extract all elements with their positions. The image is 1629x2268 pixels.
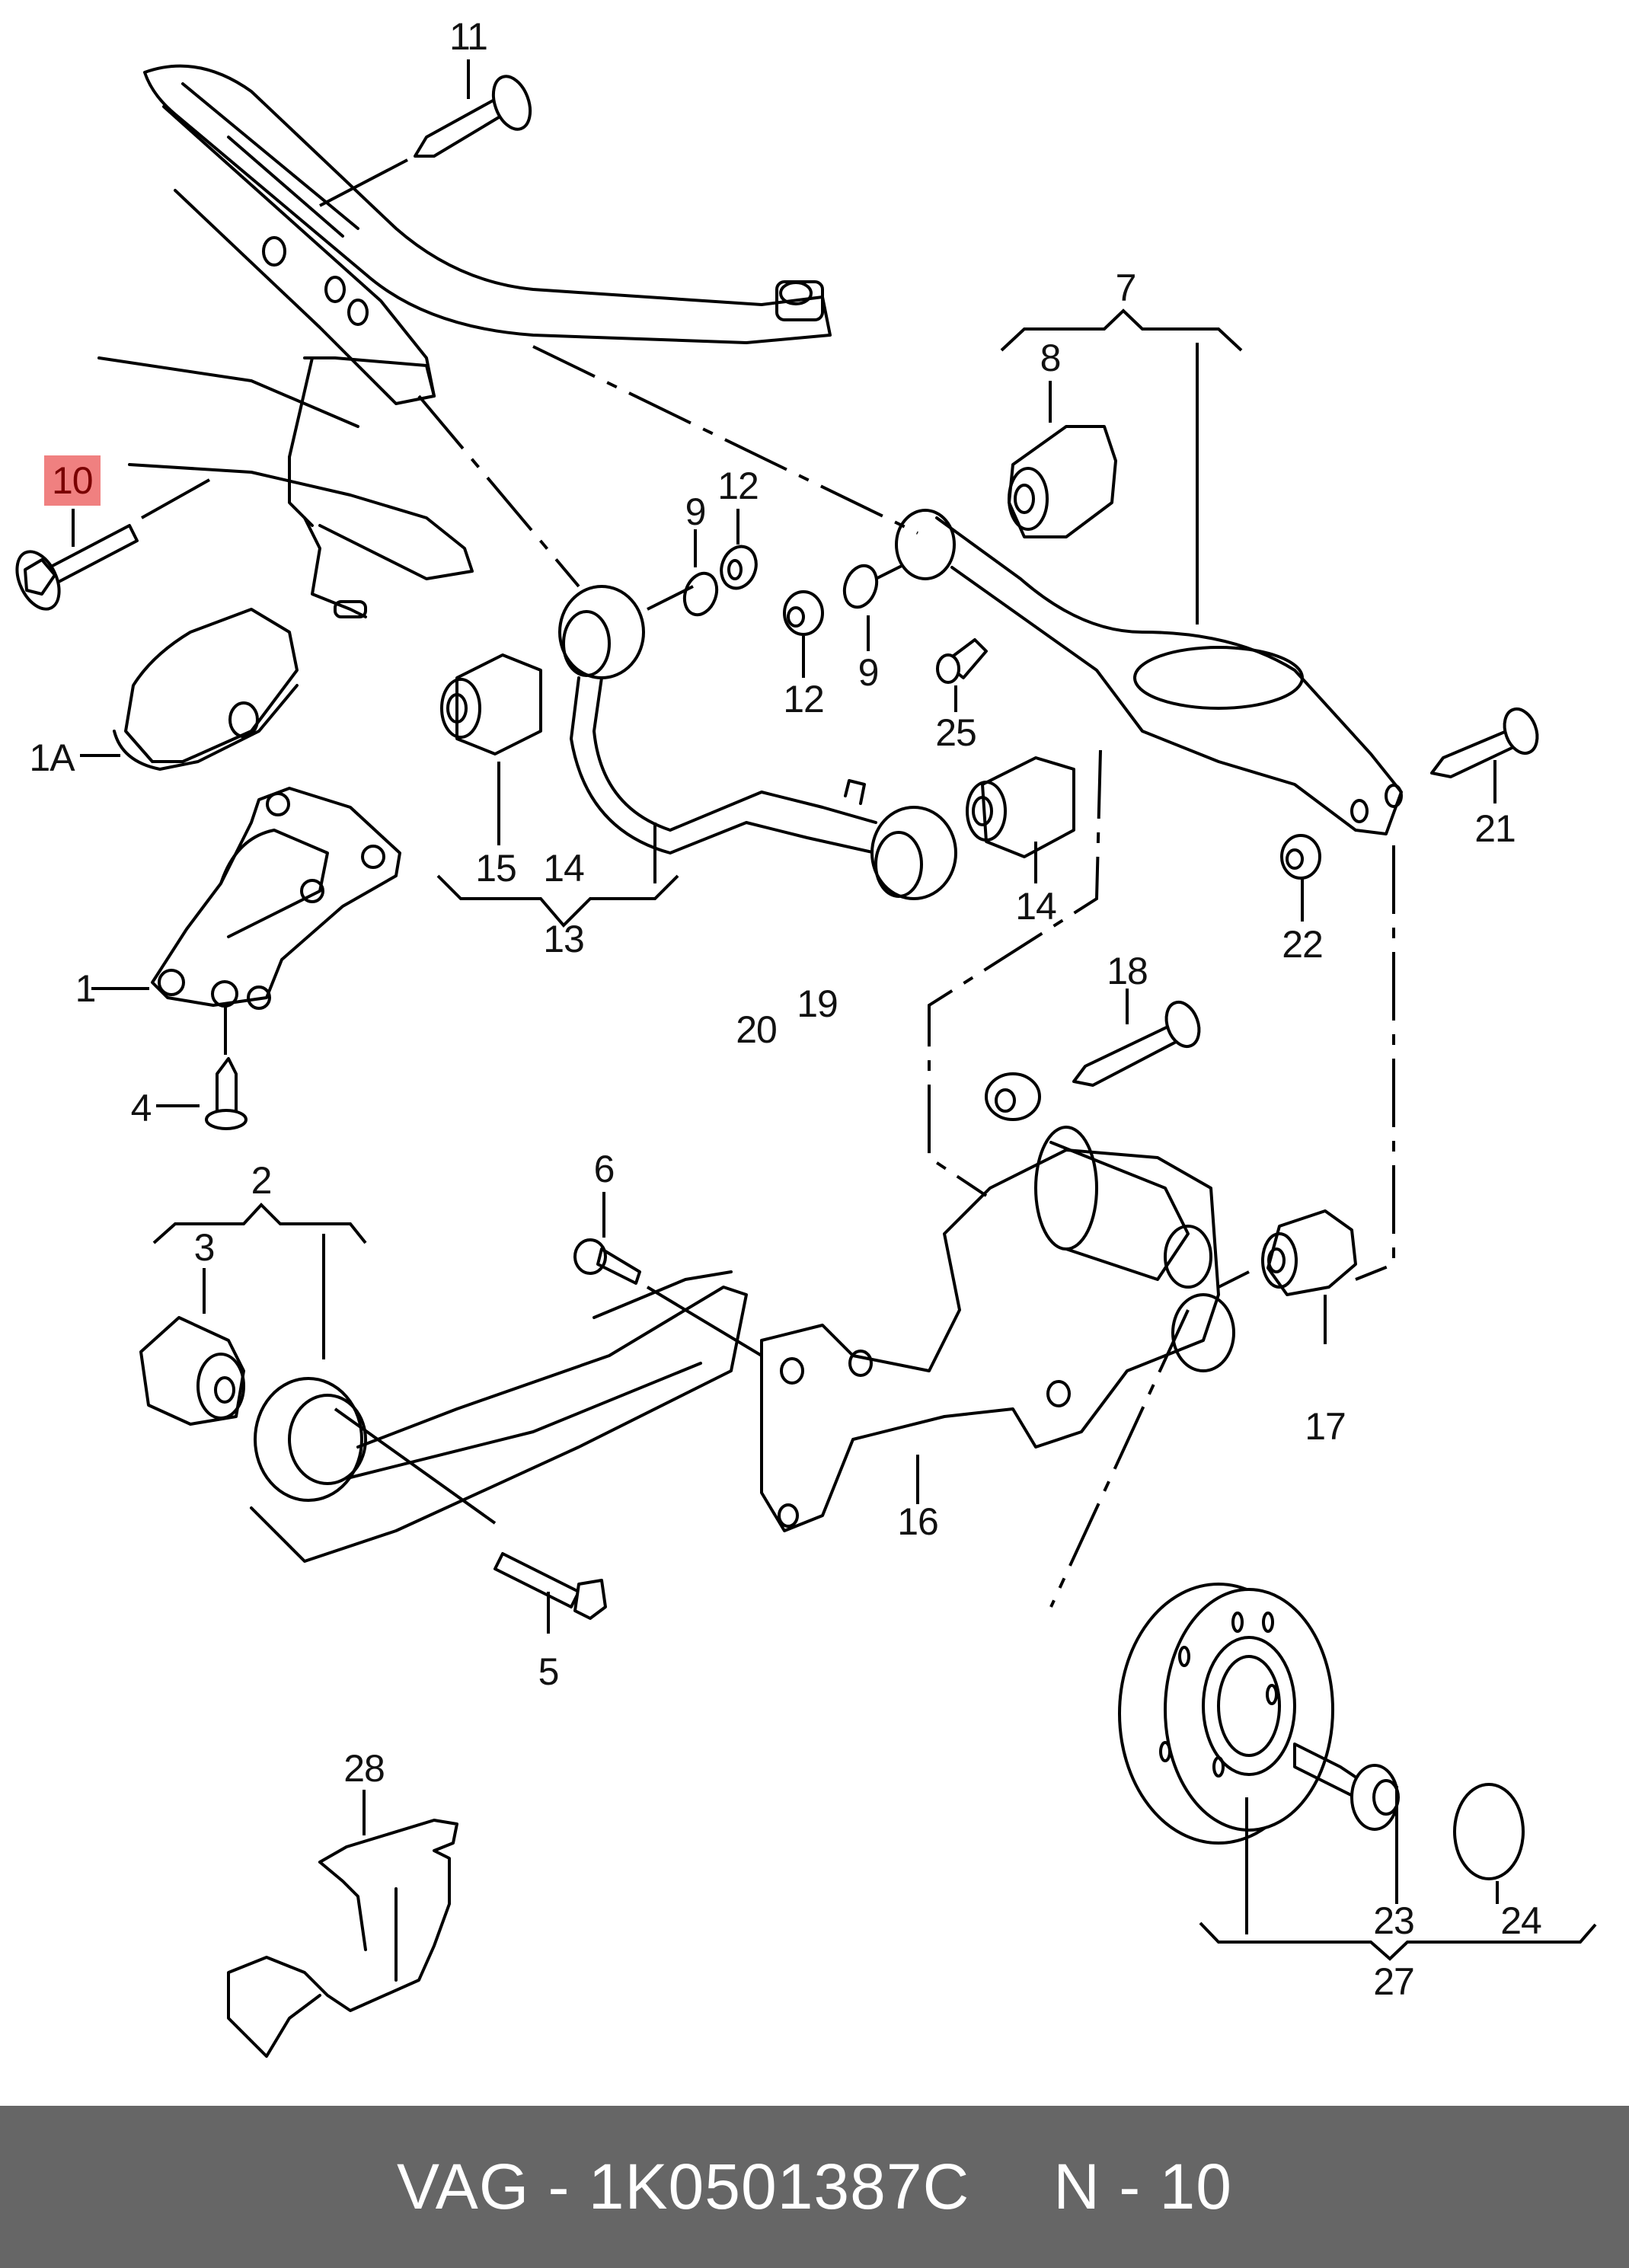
parts-diagram (15, 59, 1597, 2058)
diagram-position: N - 10 (1053, 2151, 1232, 2222)
callout-5[interactable]: 5 (538, 1650, 560, 1693)
part-number: VAG - 1K0501387C (397, 2151, 970, 2222)
callout-8[interactable]: 8 (1040, 337, 1062, 379)
callout-6[interactable]: 6 (593, 1148, 615, 1190)
clip-25 (936, 638, 988, 684)
callout-25[interactable]: 25 (935, 711, 977, 754)
bolt-5 (493, 1552, 607, 1620)
bush-15 (440, 653, 542, 755)
control-arm-13 (558, 585, 957, 900)
callout-24[interactable]: 24 (1500, 1899, 1542, 1942)
diagram-drawing (15, 59, 1597, 2058)
screw-4 (205, 1057, 248, 1130)
wheel-carrier-16 (760, 1072, 1235, 1532)
callout-17[interactable]: 17 (1305, 1405, 1346, 1448)
mount-cover-1a (113, 608, 299, 771)
callout-20[interactable]: 20 (736, 1008, 778, 1051)
bush-17 (1261, 1209, 1357, 1296)
callout-10-highlighted[interactable]: 10 (44, 455, 101, 506)
callout-18[interactable]: 18 (1107, 950, 1148, 992)
callout-21[interactable]: 21 (1474, 807, 1516, 850)
washer-9-left (682, 571, 719, 617)
bolt-10 (15, 524, 139, 611)
nut-12-top (720, 545, 758, 590)
callout-9-top[interactable]: 9 (685, 490, 707, 533)
callout-4[interactable]: 4 (130, 1087, 152, 1129)
bolt-18 (1072, 1000, 1201, 1087)
callout-11[interactable]: 11 (449, 15, 488, 58)
bush-8 (1008, 425, 1117, 538)
callout-13[interactable]: 13 (543, 918, 585, 960)
mount-bracket-1 (151, 787, 401, 1010)
hub-cap-24 (1453, 1783, 1525, 1880)
subframe-crossmember (97, 64, 832, 618)
trailing-arm-2 (250, 1270, 748, 1563)
callout-15[interactable]: 15 (475, 847, 517, 890)
footer-bar: VAG - 1K0501387C N - 10 (0, 2106, 1629, 2268)
lower-arm-7 (895, 509, 1403, 835)
callout-9-mid[interactable]: 9 (858, 651, 880, 694)
callout-28[interactable]: 28 (343, 1747, 385, 1790)
callout-12-mid[interactable]: 12 (783, 678, 825, 720)
bush-3 (139, 1316, 245, 1426)
callout-23[interactable]: 23 (1373, 1899, 1415, 1942)
washer-9-right (842, 564, 879, 609)
callout-1[interactable]: 1 (75, 967, 97, 1010)
footer-text: VAG - 1K0501387C N - 10 (397, 2150, 1232, 2224)
callout-7[interactable]: 7 (1115, 267, 1137, 309)
callout-3[interactable]: 3 (193, 1226, 216, 1269)
callout-2[interactable]: 2 (251, 1159, 273, 1202)
bolt-6 (573, 1238, 641, 1285)
callout-14-right[interactable]: 14 (1015, 885, 1057, 928)
callout-16[interactable]: 16 (897, 1500, 939, 1543)
wheel-hub-27 (1118, 1583, 1334, 1845)
callout-12-top[interactable]: 12 (717, 465, 759, 507)
bracket-28 (227, 1819, 458, 2058)
callout-1a[interactable]: 1A (29, 736, 75, 779)
callout-22[interactable]: 22 (1282, 923, 1324, 966)
bolt-21 (1430, 707, 1539, 778)
callout-27[interactable]: 27 (1373, 1960, 1415, 2003)
nut-22 (1280, 834, 1321, 880)
callout-19[interactable]: 19 (797, 982, 838, 1025)
nut-12-mid (783, 590, 824, 636)
callout-14-left[interactable]: 14 (543, 847, 585, 890)
bolt-11 (414, 75, 532, 158)
bush-14-right (966, 756, 1075, 858)
